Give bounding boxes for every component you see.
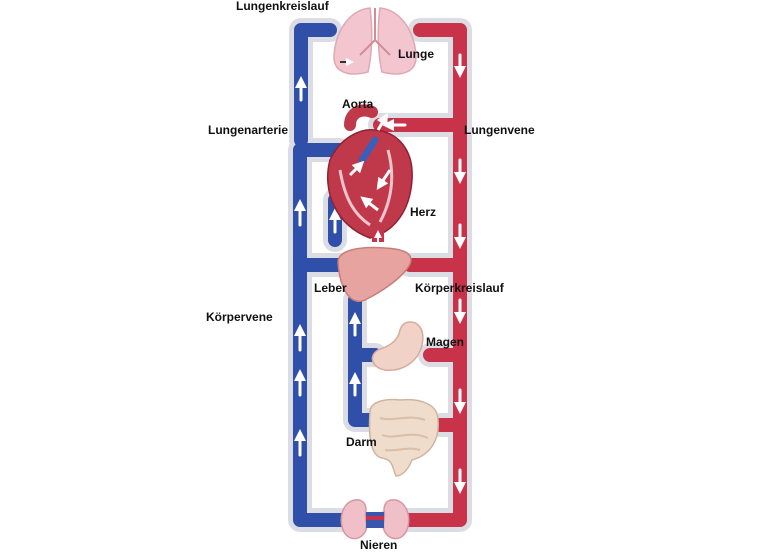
liver-organ	[337, 246, 412, 303]
heart-organ	[326, 104, 413, 242]
label-pulmonary-artery: Lungenarterie	[208, 123, 288, 137]
stomach-organ	[371, 321, 424, 371]
label-liver: Leber	[314, 281, 347, 295]
label-intestine: Darm	[346, 435, 377, 449]
label-pulmonary-circuit: Lungenkreislauf	[236, 0, 330, 13]
label-kidneys: Nieren	[360, 538, 397, 552]
labels: Lungenkreislauf Lunge Aorta Lungenarteri…	[206, 0, 535, 552]
pulmonary-artery-vessel	[294, 23, 337, 147]
portal-vein-vessel	[348, 293, 377, 427]
label-heart: Herz	[410, 205, 436, 219]
vessel-network	[288, 18, 472, 532]
label-vena-cava: Körpervene	[206, 310, 273, 324]
label-systemic-circuit: Körperkreislauf	[415, 281, 505, 295]
flow-arrows	[294, 53, 466, 494]
label-stomach: Magen	[426, 335, 464, 349]
intestine-organ	[368, 398, 439, 477]
label-pulmonary-vein: Lungenvene	[464, 123, 535, 137]
label-lung: Lunge	[398, 47, 434, 61]
lung-organ	[333, 7, 417, 75]
kidneys-organ	[340, 499, 410, 540]
label-aorta: Aorta	[342, 97, 374, 111]
